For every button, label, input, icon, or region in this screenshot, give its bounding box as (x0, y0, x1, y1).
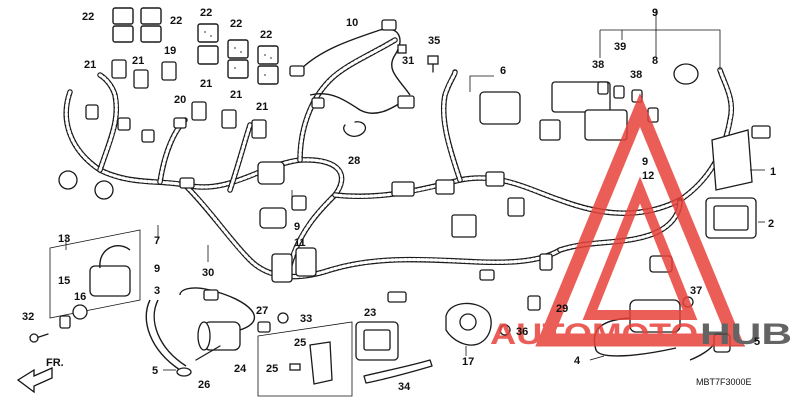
callout: 21 (230, 89, 242, 101)
callouts: 22 22 22 22 22 21 21 19 20 21 21 21 10 3… (22, 7, 776, 393)
callout: 37 (690, 285, 702, 297)
callout: 9 (652, 7, 658, 19)
callout: 5 (152, 365, 158, 377)
callout: 29 (556, 303, 568, 315)
callout: 36 (516, 326, 528, 338)
callout: 30 (202, 267, 214, 279)
watermark-text-hub: HUB (700, 318, 792, 351)
callout: 1 (770, 166, 776, 178)
relay-stack-left (112, 7, 162, 43)
callout: 23 (364, 307, 376, 319)
relay-sockets (111, 59, 267, 139)
bolt-35 (427, 55, 439, 73)
callout: 8 (652, 55, 658, 67)
callout: 22 (82, 11, 94, 23)
band-34 (363, 359, 433, 384)
callout: 21 (200, 78, 212, 90)
callout: 38 (592, 59, 604, 71)
callout: 9 (642, 156, 648, 168)
bracket-2 (705, 197, 757, 239)
grommets-27-33 (257, 312, 289, 333)
callout: 24 (234, 363, 247, 375)
callout: 33 (300, 313, 312, 325)
callout: 7 (154, 235, 160, 247)
callout: 25 (266, 363, 278, 375)
horn-17 (445, 302, 492, 346)
callout: 39 (614, 41, 626, 53)
callout: 9 (294, 221, 300, 233)
callout: 22 (230, 18, 242, 30)
box-13 (49, 229, 141, 319)
drawing-code: MBT7F3000E (696, 377, 752, 387)
parts-15-16-32 (29, 304, 88, 343)
callout: 15 (58, 275, 70, 287)
watermark-triangle-inner (582, 176, 698, 320)
callout: 19 (164, 45, 176, 57)
box-24 (257, 321, 353, 397)
callout: 17 (462, 356, 474, 368)
callout: 21 (132, 55, 144, 67)
control-unit (551, 81, 628, 141)
module-6 (479, 91, 561, 141)
callout: 28 (348, 155, 360, 167)
watermark-text-moto: MOTO (592, 318, 698, 351)
callout: 35 (428, 35, 440, 47)
plug-top-right (673, 63, 699, 85)
callout: 20 (174, 94, 186, 106)
watermark-triangle-outer (535, 92, 745, 347)
callout: 12 (642, 170, 654, 182)
callout: 22 (200, 7, 212, 19)
callout: 3 (154, 285, 160, 297)
callout: 21 (256, 101, 268, 113)
front-arrow-icon (16, 366, 53, 394)
rectifier-1 (711, 125, 771, 191)
callout: 34 (398, 381, 411, 393)
callout: 2 (768, 218, 774, 230)
headlight-sockets (58, 104, 195, 200)
front-direction-arrow: FR. (16, 357, 64, 394)
callout: 6 (500, 65, 506, 77)
callout: 16 (74, 291, 86, 303)
callout: 9 (154, 263, 160, 275)
watermark: AUTO MOTO HUB (490, 92, 792, 351)
center-connectors (257, 161, 525, 303)
callout: 22 (170, 15, 182, 27)
callout: 21 (84, 59, 96, 71)
callout: 27 (256, 305, 268, 317)
clamp-28 (343, 121, 367, 137)
hose-3 (145, 299, 192, 377)
callout: 38 (630, 69, 642, 81)
starter-relay (89, 245, 131, 297)
bolt-36 (499, 324, 511, 336)
callout: 10 (346, 17, 358, 29)
coil-assembly-26 (179, 287, 256, 361)
callout: 13 (58, 233, 70, 245)
watermark-text-auto: AUTO (490, 318, 592, 351)
callout: 4 (574, 355, 581, 367)
relay-stack-right (197, 23, 279, 85)
callout: 31 (402, 55, 414, 67)
ecu-23 (355, 321, 399, 361)
sub-harness-10 (289, 19, 415, 114)
callout: 25 (294, 337, 306, 349)
callout: 22 (260, 29, 272, 41)
callout: 5 (754, 336, 760, 348)
callout: 11 (294, 237, 306, 249)
callout: 32 (22, 311, 34, 323)
callout: 26 (198, 379, 210, 391)
direction-label: FR. (46, 357, 64, 369)
